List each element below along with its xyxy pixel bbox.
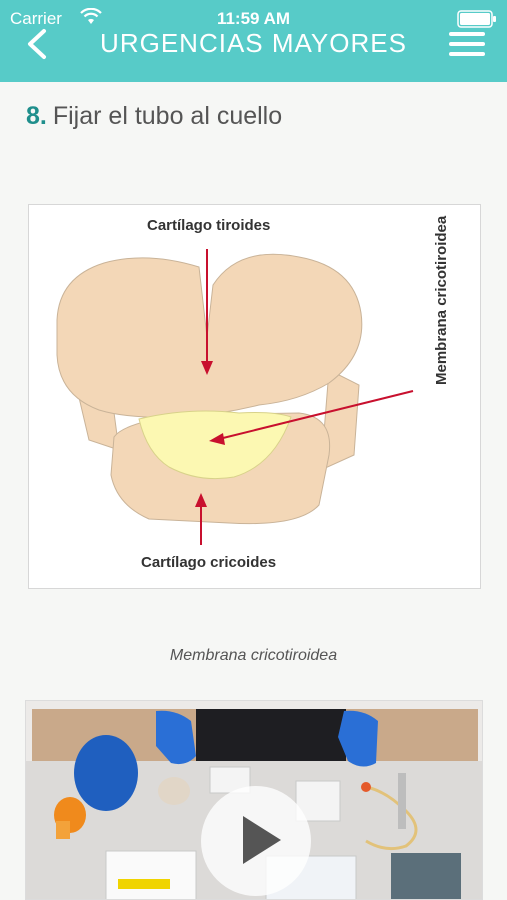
step-heading: 8.Fijar el tubo al cuello (26, 102, 282, 131)
menu-line (449, 52, 485, 56)
figure-caption: Membrana cricotiroidea (169, 647, 338, 664)
step-title: Fijar el tubo al cuello (52, 102, 283, 130)
battery-icon (457, 10, 496, 28)
menu-line (449, 32, 485, 36)
step-number: 8. (26, 102, 47, 130)
status-time: 11:59 AM (216, 9, 291, 28)
carrier-label: Carrier (10, 9, 62, 28)
menu-line (449, 42, 485, 46)
status-bar: Carrier 11:59 AM (0, 0, 507, 36)
play-icon[interactable] (201, 786, 311, 896)
label-membrana-cricotiroidea: Membrana cricotiroidea (433, 215, 450, 385)
label-cartilago-tiroides: Cartílago tiroides (147, 217, 271, 234)
label-cartilago-cricoides: Cartílago cricoides (141, 554, 277, 571)
chevron-left-icon[interactable] (22, 28, 50, 60)
video-player[interactable] (25, 700, 483, 900)
anatomy-diagram: Cartílago tiroides Cartílago cricoides M… (28, 204, 481, 589)
wifi-icon (80, 8, 102, 24)
navigation-bar: Carrier 11:59 AM URGENCIAS MAYORES (0, 0, 507, 82)
larynx-illustration (56, 249, 414, 545)
page-title: URGENCIAS MAYORES (100, 28, 407, 58)
hamburger-menu-icon[interactable] (449, 30, 485, 58)
